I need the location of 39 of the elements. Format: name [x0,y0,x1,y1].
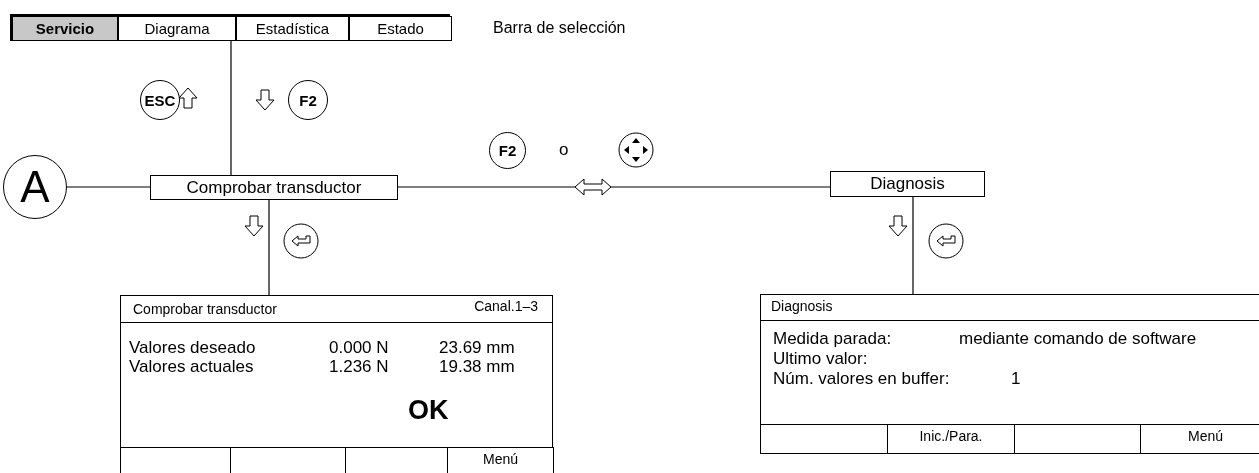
value-text: 23.69 mm [439,339,515,358]
softkey-button [345,447,448,473]
key-button: ESC [140,80,180,120]
menu-tab: Estadística [236,16,349,41]
connector-line [912,196,914,295]
connector-line [397,186,831,188]
connector-circle: A [3,155,67,219]
display-screen [120,295,553,473]
selection-bar [10,14,450,41]
key-button: F2 [288,80,328,120]
softkey-button [230,447,346,473]
value-text: 1.236 N [329,358,389,377]
row-label: Valores deseado [129,339,256,358]
row-label: Ultimo valor: [773,350,868,369]
key-button: F2 [489,132,526,169]
channel-label: Canal.1–3 [474,299,538,315]
softkey-button [120,447,231,473]
menu-tab: Estado [349,16,452,41]
softkey-button: Menú [447,447,554,473]
row-label: Valores actuales [129,358,254,377]
status-text: OK [408,396,449,426]
or-text: o [559,141,569,160]
value-text: 1 [1011,370,1021,389]
screen-title: Comprobar transductor [133,302,277,318]
bar-caption: Barra de selección [493,19,626,37]
value-text: 19.38 mm [439,358,515,377]
menu-tab: Diagrama [118,16,236,41]
connector-line [268,199,270,296]
value-text: mediante comando de software [959,330,1197,349]
menu-item: Comprobar transductor [150,175,398,200]
menu-item: Diagnosis [830,171,985,197]
connector-line [66,186,151,188]
screen-title: Diagnosis [771,299,833,315]
row-label: Medida parada: [773,330,892,349]
display-screen [760,294,1259,454]
menu-tab: Servicio [12,16,118,41]
row-label: Núm. valores en buffer: [773,370,950,389]
connector-line [230,40,232,176]
value-text: 0.000 N [329,339,389,358]
